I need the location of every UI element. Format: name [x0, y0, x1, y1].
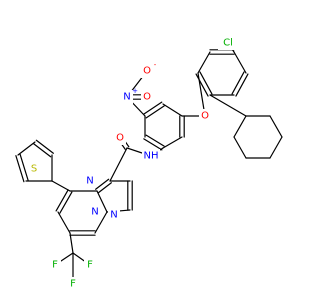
double-bond-line	[199, 71, 213, 95]
single-bond	[57, 211, 71, 234]
single-bond	[162, 136, 183, 149]
single-bond	[69, 232, 74, 254]
single-bond	[96, 190, 108, 213]
double-bond-line	[143, 138, 163, 151]
single-bond	[197, 51, 211, 74]
single-bond	[51, 180, 71, 192]
single-bond	[109, 147, 128, 182]
single-bond	[209, 94, 247, 117]
double-bond-line	[235, 73, 249, 97]
single-bond	[233, 136, 247, 159]
double-bond-line	[97, 182, 112, 194]
single-bond	[269, 136, 283, 159]
single-bond	[233, 51, 247, 74]
fluorine-bottom-label: F	[70, 279, 76, 290]
atom-labels: Cl O - N + O O O NH S N N N F F F	[28, 36, 238, 291]
single-bond	[162, 103, 183, 117]
single-bond	[94, 211, 108, 234]
single-bond	[197, 72, 206, 117]
double-bond-line	[59, 191, 73, 214]
bond-lines	[15, 42, 283, 285]
double-bond-line	[145, 134, 165, 147]
double-bond-line	[33, 143, 52, 158]
single-bond	[233, 115, 247, 138]
double-bond-line	[145, 105, 165, 119]
double-bond-line	[15, 155, 25, 183]
amide-oxygen-label: O	[116, 133, 124, 144]
double-bond-line	[143, 101, 163, 115]
double-bond-line	[35, 139, 54, 154]
ether-oxygen-label: O	[201, 111, 209, 122]
double-bond-line	[55, 189, 69, 212]
fluorine-right-label: F	[87, 260, 93, 271]
nitro-nitrogen-charge: +	[132, 87, 138, 95]
pyrimidine-nitrogen-label: N	[86, 176, 93, 187]
single-bond	[17, 141, 36, 156]
double-bond-line	[195, 73, 209, 97]
double-bond-line	[19, 153, 29, 181]
nitro-oxygen-bottom-label: O	[143, 92, 151, 103]
nitro-oxygen-top-label: O	[143, 66, 151, 77]
double-bond-line	[231, 71, 245, 95]
thiophene-sulfur-label: S	[31, 164, 37, 175]
fluorine-left-label: F	[52, 260, 58, 271]
pyrazole-nitrogen-2-label: N	[110, 210, 117, 221]
pyrazole-nitrogen-1-label: N	[91, 207, 98, 218]
nitro-oxygen-charge: -	[154, 61, 157, 69]
single-bond	[269, 115, 283, 138]
chlorine-atom-label: Cl	[223, 38, 233, 49]
double-bond-line	[95, 178, 110, 190]
nitro-nitrogen-label: N	[123, 92, 130, 103]
molecule-structure: Cl O - N + O O O NH S N N N F F F	[15, 36, 283, 291]
amide-nh-label: NH	[144, 151, 159, 162]
